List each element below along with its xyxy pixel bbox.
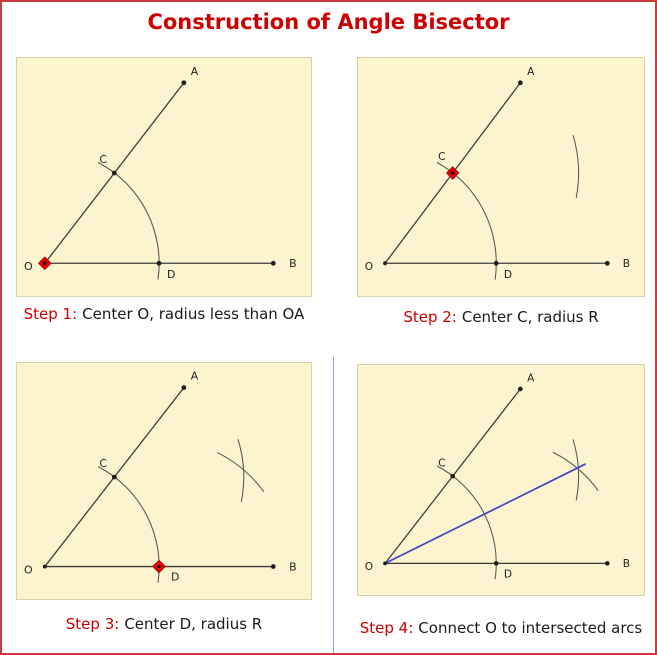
label-o: O	[365, 561, 373, 573]
step1-label: Step 1:	[23, 305, 78, 323]
label-c: C	[438, 458, 445, 470]
step3-label: Step 3:	[65, 615, 120, 633]
label-c: C	[438, 150, 445, 163]
step3-construction-svg: A B C D O	[24, 370, 297, 584]
bisector-line	[384, 463, 586, 565]
label-b: B	[289, 561, 296, 574]
step2-text: Center C, radius R	[461, 308, 599, 326]
step3-caption: Step 3:Center D, radius R	[16, 615, 312, 633]
point-b-dot	[604, 561, 610, 566]
label-b: B	[623, 558, 630, 570]
label-a: A	[527, 372, 535, 384]
label-a: A	[527, 65, 535, 78]
step4-caption: Step 4:Connect O to intersected arcs	[357, 619, 645, 637]
point-c-dot	[450, 473, 456, 479]
step1-caption: Step 1:Center O, radius less than OA	[16, 305, 312, 323]
step1-text: Center O, radius less than OA	[82, 305, 305, 323]
step4-construction-svg: A B C D O	[365, 372, 630, 581]
point-b-dot	[270, 564, 276, 569]
arc-through-cd	[436, 162, 497, 280]
label-c: C	[99, 153, 107, 166]
arc-from-d	[217, 452, 265, 492]
point-o-dot	[383, 561, 387, 566]
step4-label: Step 4:	[359, 619, 414, 637]
point-d-dot	[493, 561, 499, 566]
point-a-dot	[518, 80, 523, 86]
point-a-dot	[518, 386, 523, 392]
point-o-dot	[383, 261, 387, 266]
label-o: O	[24, 563, 33, 576]
label-d: D	[167, 268, 175, 281]
label-a: A	[191, 65, 199, 78]
label-b: B	[289, 257, 296, 270]
compass-center-marker-o	[37, 256, 52, 271]
point-c-dot	[111, 170, 117, 176]
label-d: D	[504, 569, 512, 581]
arc-from-c	[237, 439, 245, 502]
label-b: B	[623, 257, 630, 270]
step2-caption: Step 2:Center C, radius R	[357, 308, 645, 326]
step2-label: Step 2:	[403, 308, 457, 326]
step2-figure: A B C D O	[357, 57, 645, 297]
step1-figure: A B C D O	[16, 57, 312, 297]
step3-figure: A B C D O	[16, 362, 312, 600]
point-c-dot	[111, 474, 117, 480]
point-o-dot	[42, 564, 47, 569]
label-a: A	[191, 370, 199, 383]
label-d: D	[171, 570, 179, 583]
page-title: Construction of Angle Bisector	[147, 10, 510, 34]
arc-through-cd	[97, 162, 160, 280]
step2-construction-svg: A B C D O	[365, 65, 630, 281]
compass-center-marker-d	[152, 559, 166, 574]
step4-text: Connect O to intersected arcs	[418, 619, 643, 637]
compass-center-marker-c	[445, 166, 460, 180]
point-d-dot	[493, 260, 499, 266]
label-c: C	[99, 457, 107, 470]
point-a-dot	[181, 385, 187, 390]
column-divider	[333, 357, 334, 653]
point-b-dot	[604, 260, 610, 266]
label-d: D	[504, 268, 512, 281]
step4-figure: A B C D O	[357, 364, 645, 596]
arc-through-cd	[97, 466, 160, 583]
step1-construction-svg: A B C D O	[24, 65, 297, 281]
arc-from-d	[552, 451, 599, 491]
point-a-dot	[181, 80, 187, 86]
step3-text: Center D, radius R	[124, 615, 263, 633]
arc-from-c	[572, 134, 580, 199]
label-o: O	[24, 260, 33, 273]
point-b-dot	[270, 260, 276, 266]
point-d-dot	[156, 260, 162, 266]
label-o: O	[365, 260, 373, 273]
